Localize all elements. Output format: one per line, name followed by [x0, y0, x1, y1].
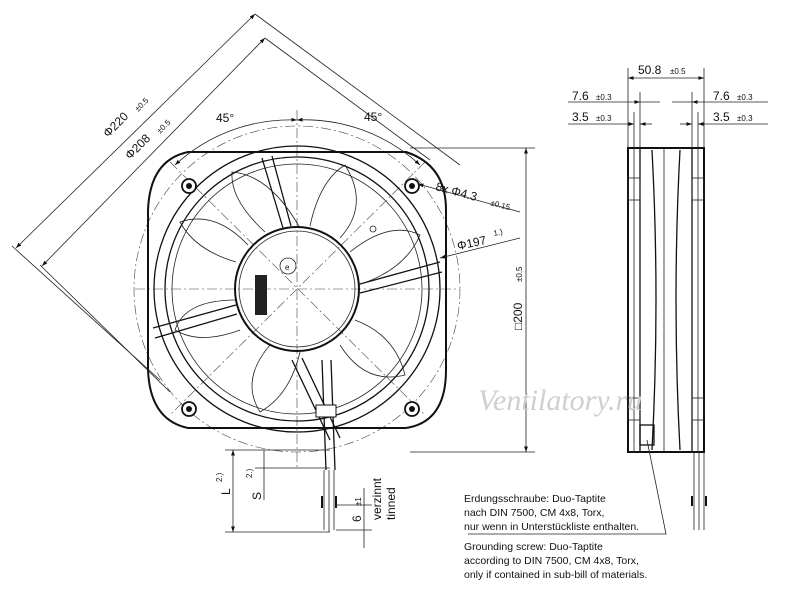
flange-dimensions: 7.6 ±0.3 7.6 ±0.3 3.5 ±0.3 3.5 ±0.3	[568, 89, 768, 148]
angle-right-label: 45°	[364, 110, 382, 124]
square200-tolerance: ±0.5	[515, 266, 524, 282]
depth-label: 50.8	[638, 63, 662, 77]
tinned-tolerance: ±1	[354, 497, 363, 506]
note-en-3: only if contained in sub-bill of materia…	[464, 569, 647, 581]
holes-tolerance: ±0.15	[489, 198, 511, 212]
front-view: e	[133, 110, 461, 532]
d197-label: Φ197	[456, 233, 488, 253]
lead-S-note: 2.)	[245, 468, 254, 478]
tinned-de: verzinnt	[370, 477, 384, 520]
depth-dimension: 50.8 ±0.5	[627, 63, 705, 148]
balance-hole	[369, 225, 377, 233]
side-view	[627, 147, 707, 530]
d208-tolerance: ±0.5	[155, 118, 173, 136]
diameter-197-callout: Φ197 1.)	[439, 227, 521, 259]
note-de-2: nach DIN 7500, CM 4x8, Torx,	[464, 507, 604, 519]
hole-callout: 8x Φ4.3 ±0.15	[417, 179, 521, 213]
d220-label: Φ220	[100, 109, 131, 140]
flange-right-tolerance: ±0.3	[737, 93, 753, 102]
note-en-2: according to DIN 7500, CM 4x8, Torx,	[464, 555, 639, 567]
rib-left-tolerance: ±0.3	[596, 114, 612, 123]
note-de-1: Erdungsschraube: Duo-Taptite	[464, 493, 606, 505]
earth-mark	[279, 257, 297, 275]
square-200-dimension: □200 ±0.5	[410, 147, 535, 453]
rib-left-label: 3.5	[572, 110, 589, 124]
tinned-en: tinned	[384, 487, 398, 520]
mounting-holes	[181, 178, 420, 417]
note-en-1: Grounding screw: Duo-Taptite	[464, 541, 603, 553]
flange-left-label: 7.6	[572, 89, 589, 103]
flange-right-label: 7.6	[713, 89, 730, 103]
d197-note: 1.)	[493, 227, 504, 238]
lead-cable	[315, 359, 337, 532]
depth-tolerance: ±0.5	[670, 67, 686, 76]
earth-mark-label: e	[285, 263, 290, 272]
square200-label: □200	[511, 302, 525, 330]
lead-S-label: S	[250, 492, 264, 500]
watermark: Ventilatory.ru	[478, 384, 642, 417]
struts	[152, 155, 443, 441]
tinned-length: 6	[350, 515, 364, 522]
angle-left-label: 45°	[216, 111, 234, 125]
diagonal-centerline	[169, 161, 426, 416]
bolt-circle	[133, 125, 461, 453]
side-frame-outline	[627, 147, 705, 453]
hub-inner	[238, 230, 356, 348]
grounding-screw	[639, 424, 655, 446]
grounding-screw-leader	[468, 439, 667, 535]
flange-left-tolerance: ±0.3	[596, 93, 612, 102]
rating-label	[255, 275, 267, 315]
lead-L-note: 2.)	[215, 472, 224, 482]
holes-label: 8x Φ4.3	[434, 179, 479, 204]
lead-length-dimensions: L 2.) S 2.) 6 ±1 verzinnt tinned	[215, 449, 398, 548]
fan-blades	[174, 164, 421, 413]
hub-outer	[234, 226, 360, 352]
note-de-3: nur wenn in Unterstückliste enthalten.	[464, 521, 639, 533]
lead-L-label: L	[219, 488, 233, 495]
rib-right-label: 3.5	[713, 110, 730, 124]
grounding-note: Erdungsschraube: Duo-Taptite nach DIN 75…	[464, 493, 647, 581]
diameter-220-dimension: Φ220 ±0.5	[11, 13, 461, 381]
angle-dimensions: 45° 45°	[174, 110, 421, 166]
rib-right-tolerance: ±0.3	[737, 114, 753, 123]
d220-tolerance: ±0.5	[133, 96, 151, 114]
